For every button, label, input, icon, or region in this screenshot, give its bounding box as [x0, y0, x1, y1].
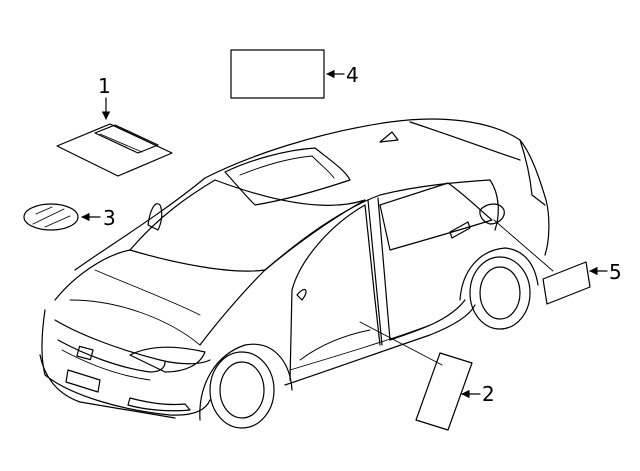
part-5-label: [542, 261, 591, 305]
part-2-label: [415, 352, 473, 431]
part-2-callout: 2: [482, 382, 495, 406]
part-5-callout: 5: [609, 260, 622, 284]
part-4-label: [230, 49, 325, 99]
part-4-callout: 4: [346, 63, 359, 87]
vehicle-illustration: [39, 118, 550, 429]
part-3-callout: 3: [103, 206, 116, 230]
part-5-pointer-line: [493, 219, 554, 272]
part-2-pointer-line: [359, 321, 443, 366]
part-1-label: [56, 123, 173, 177]
part-1-callout: 1: [98, 74, 111, 98]
part-3-emblem: [23, 203, 79, 231]
